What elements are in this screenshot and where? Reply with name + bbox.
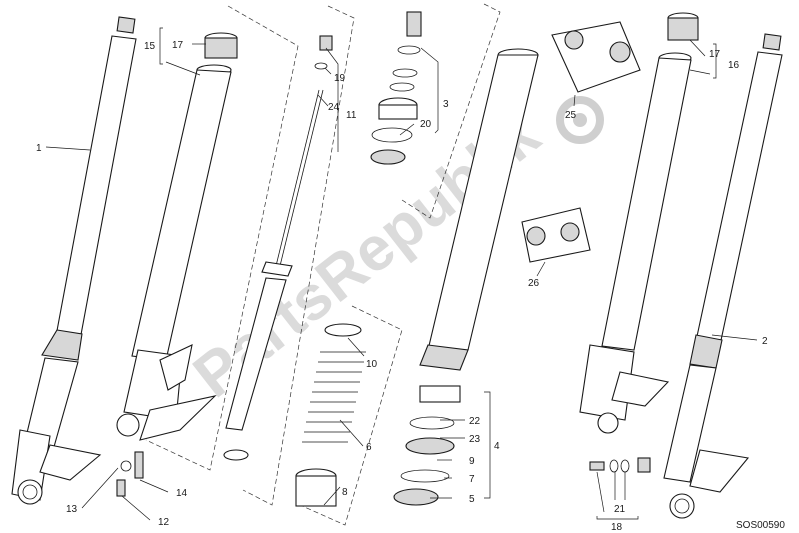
callout-3: 3 — [443, 99, 449, 110]
callout-6: 6 — [366, 442, 372, 453]
callout-4: 4 — [494, 441, 500, 452]
fork-leg-right — [663, 33, 783, 519]
callout-19: 19 — [334, 73, 346, 84]
callout-2: 2 — [762, 336, 768, 347]
fork-outer-tube-right — [579, 12, 699, 434]
callout-16: 16 — [728, 60, 740, 71]
callout-22: 22 — [469, 416, 481, 427]
leader-lines — [45, 27, 758, 521]
callout-8: 8 — [342, 487, 348, 498]
callout-24: 24 — [328, 102, 340, 113]
fork-inner-tube-center — [393, 48, 539, 506]
callout-15: 15 — [144, 41, 156, 52]
fork-spring — [295, 323, 366, 507]
callout-12: 12 — [158, 517, 170, 528]
callout-9: 9 — [469, 456, 475, 467]
fork-cap-stack — [370, 11, 422, 165]
callout-20: 20 — [420, 119, 432, 130]
callout-17-right: 17 — [709, 49, 721, 60]
fork-leg-left — [11, 16, 137, 505]
drawing-code: SOS00590 — [736, 520, 785, 531]
callout-21: 21 — [614, 504, 626, 515]
callout-23: 23 — [469, 434, 481, 445]
callout-25: 25 — [565, 110, 577, 121]
assembly-frames — [145, 3, 501, 526]
callout-1: 1 — [36, 143, 42, 154]
damper-cartridge — [223, 35, 333, 461]
callout-17-left: 17 — [172, 40, 184, 51]
callout-10: 10 — [366, 359, 378, 370]
callout-14: 14 — [176, 488, 188, 499]
callout-18: 18 — [611, 522, 623, 533]
callout-7: 7 — [469, 474, 475, 485]
fork-clamps — [521, 21, 641, 263]
callout-11: 11 — [346, 110, 357, 121]
watermark-gear-icon — [556, 96, 604, 144]
screws — [116, 451, 651, 497]
callout-13: 13 — [66, 504, 78, 515]
fork-outer-tube-left — [116, 32, 238, 441]
callout-26: 26 — [528, 278, 540, 289]
callout-5: 5 — [469, 494, 475, 505]
callout-labels: 1 2 3 4 5 6 7 8 9 10 11 12 13 14 15 16 1… — [36, 40, 768, 533]
